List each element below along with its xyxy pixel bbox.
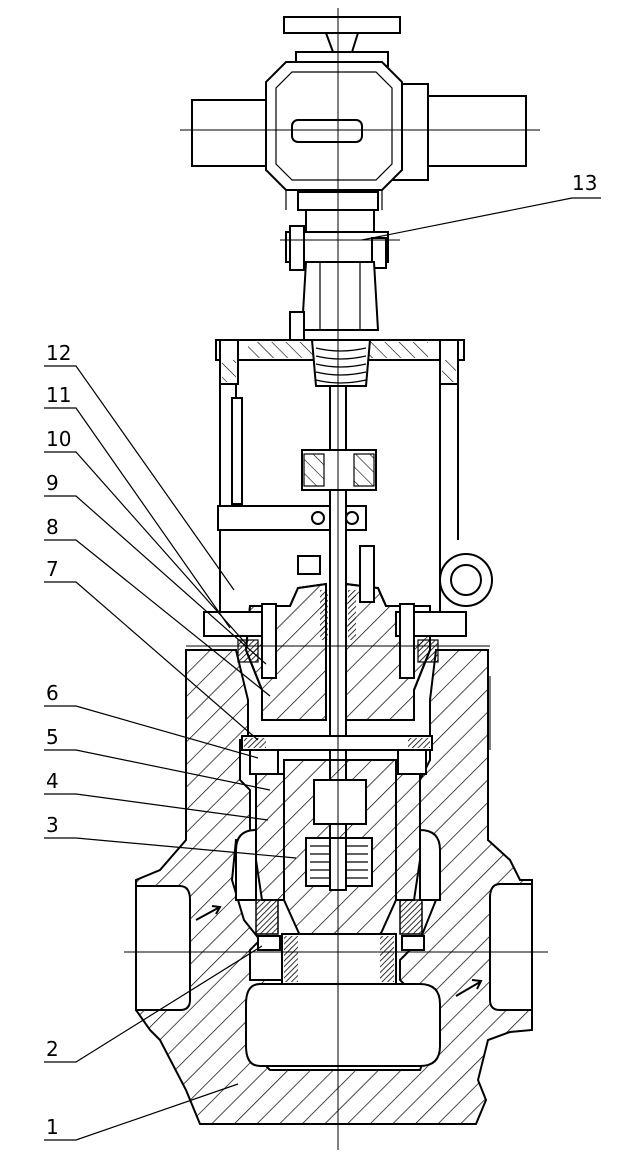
callout-12: 12 xyxy=(46,341,71,365)
handwheel-hub xyxy=(325,32,359,53)
right-motor-housing xyxy=(423,95,527,167)
handwheel xyxy=(283,16,401,34)
callout-2: 2 xyxy=(46,1037,59,1061)
cage-4-right xyxy=(395,773,421,901)
leader-8 xyxy=(44,539,271,697)
bonnet-stud-left xyxy=(261,603,277,679)
position-indicator-scale xyxy=(231,397,243,505)
leader-1 xyxy=(44,1083,239,1141)
leader-10 xyxy=(44,451,249,647)
coupling-bolt-right xyxy=(371,237,387,269)
leader-11 xyxy=(44,407,231,629)
seal-ring-right xyxy=(399,899,423,935)
leader-2 xyxy=(44,945,263,1063)
valve-body xyxy=(135,649,533,1125)
callout-labels: 13 12 11 10 9 8 7 6 5 4 3 2 1 xyxy=(46,171,597,1139)
outlet-port xyxy=(489,883,533,1011)
left-motor-housing xyxy=(191,99,273,167)
actuator xyxy=(191,16,527,211)
yoke xyxy=(215,339,465,620)
callout-6: 6 xyxy=(46,681,59,705)
callout-7: 7 xyxy=(46,557,59,581)
callout-8: 8 xyxy=(46,515,59,539)
seal-ring-left xyxy=(255,899,279,935)
seat-2-right xyxy=(401,935,425,951)
coupling-bolt-left xyxy=(289,225,305,271)
lower-cavity xyxy=(245,983,441,1067)
lifting-eye xyxy=(439,553,493,607)
gearbox-window xyxy=(291,119,363,143)
callout-3: 3 xyxy=(46,813,59,837)
leader-6 xyxy=(44,705,259,759)
plug-head xyxy=(281,933,397,985)
coupling xyxy=(285,209,389,359)
leader-12 xyxy=(44,365,235,591)
callout-9: 9 xyxy=(46,471,59,495)
seat-2-left xyxy=(257,935,281,951)
leader-9 xyxy=(44,495,267,665)
gasket-5 xyxy=(249,749,279,775)
packing-gland-left xyxy=(297,555,321,575)
bonnet xyxy=(203,545,493,721)
gearbox-body xyxy=(265,61,403,191)
callout-11: 11 xyxy=(46,383,71,407)
leader-3 xyxy=(44,837,297,859)
gland-stud-right xyxy=(359,545,375,603)
cage-4-left xyxy=(255,773,285,901)
callout-4: 4 xyxy=(46,769,59,793)
leader-lines xyxy=(44,197,601,1141)
callout-5: 5 xyxy=(46,725,59,749)
leader-13 xyxy=(361,197,601,241)
inlet-port xyxy=(135,885,191,1011)
plug-stem-nut xyxy=(313,779,367,825)
gasket-5-right xyxy=(397,749,427,775)
stem-nut xyxy=(310,339,372,387)
leader-7 xyxy=(44,581,259,741)
callout-13: 13 xyxy=(572,171,597,195)
bonnet-stud-right xyxy=(399,603,415,679)
callout-10: 10 xyxy=(46,427,71,451)
leader-5 xyxy=(44,749,271,791)
center-lines xyxy=(124,8,548,1150)
coupling-neck xyxy=(305,209,375,233)
leader-4 xyxy=(44,793,269,821)
adapter-sleeve xyxy=(300,261,380,331)
callout-1: 1 xyxy=(46,1115,59,1139)
trim xyxy=(241,735,433,985)
cage-flange-6 xyxy=(241,735,433,751)
